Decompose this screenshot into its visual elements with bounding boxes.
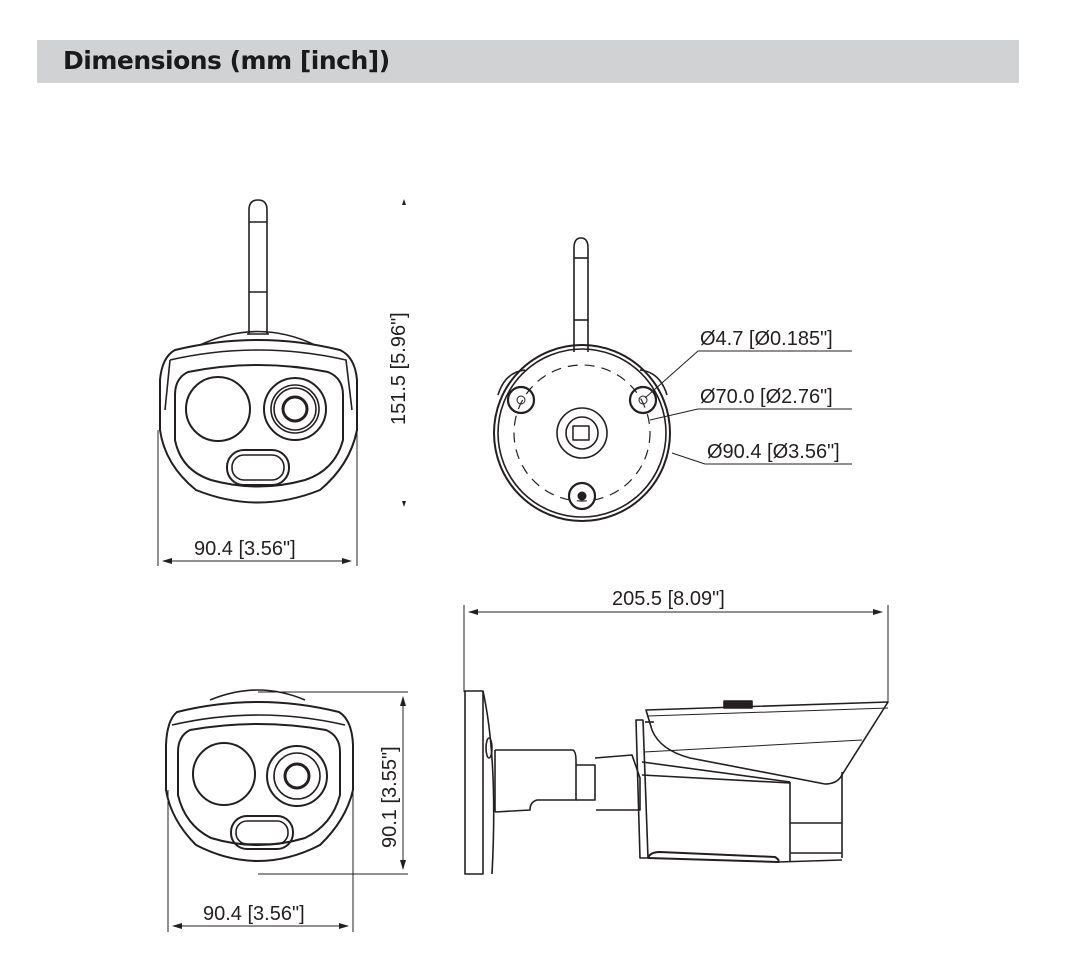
front-view: [165, 689, 408, 932]
mount-hole-diameter-label: Ø4.7 [Ø0.185"]: [700, 328, 833, 350]
front-antenna-width-label: 90.4 [3.56"]: [194, 538, 296, 560]
mount-base-view: [493, 237, 852, 522]
section-title: Dimensions (mm [inch]): [63, 46, 390, 75]
bolt-circle-diameter-label: Ø70.0 [Ø2.76"]: [700, 386, 833, 408]
side-view: [463, 605, 889, 875]
section-header: Dimensions (mm [inch]): [37, 40, 1019, 83]
front-height-label: 90.1 [3.55"]: [379, 746, 401, 848]
front-antenna-height-label: 151.5 [5.96"]: [388, 312, 410, 425]
base-diameter-label: Ø90.4 [Ø3.56"]: [707, 441, 840, 463]
side-length-label: 205.5 [8.09"]: [612, 588, 725, 610]
front-width-label: 90.4 [3.56"]: [203, 903, 305, 925]
front-view-with-antenna: [157, 199, 406, 566]
